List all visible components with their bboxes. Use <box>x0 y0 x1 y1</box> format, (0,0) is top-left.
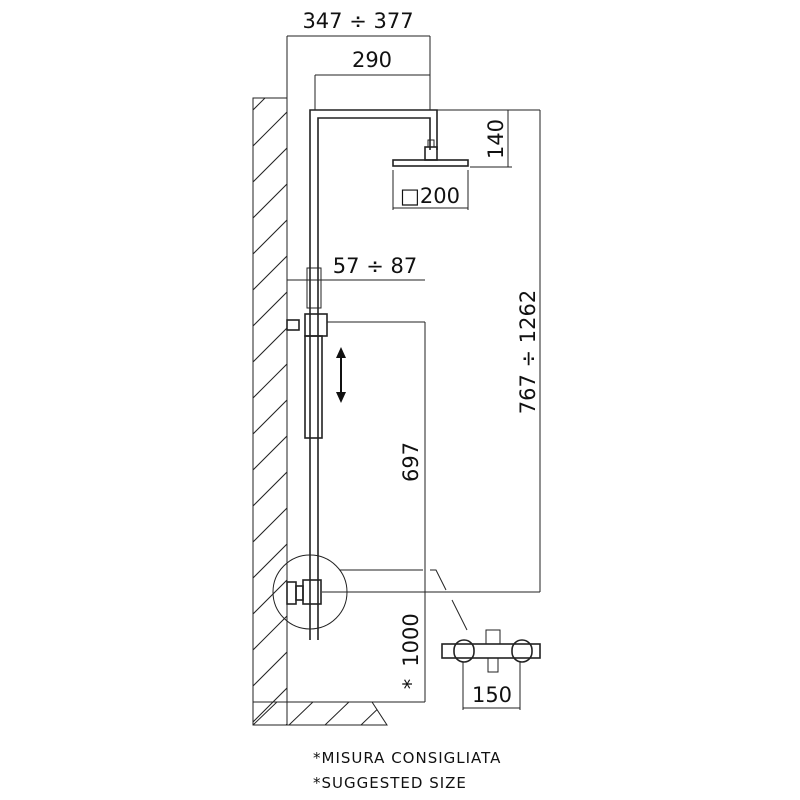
hatch-line <box>285 723 287 725</box>
hatch-line <box>253 471 287 507</box>
hatch-line <box>253 507 287 543</box>
dimension-slide-height: 697 <box>399 322 426 702</box>
mixer-front-view: 150 <box>441 629 541 710</box>
double-arrow-vertical-icon <box>336 347 346 403</box>
hatch-line <box>253 702 280 725</box>
hatch-line <box>253 687 287 723</box>
note-italian: *MISURA CONSIGLIATA <box>313 749 501 767</box>
hatch-line <box>253 147 287 183</box>
hatch-line <box>253 98 266 111</box>
hatch-line <box>253 219 287 255</box>
dim-wall-offset: 57 ÷ 87 <box>333 254 417 278</box>
dim-head-height: 140 <box>484 119 508 159</box>
hatch-line <box>253 111 287 147</box>
hatch-line <box>253 327 287 363</box>
hatch-line <box>253 399 287 435</box>
dim-slide-height: 697 <box>399 442 423 482</box>
dimension-arm-length: 290 <box>314 48 430 110</box>
dimension-head-height: 140 <box>437 109 540 168</box>
dim-overall-projection: 347 ÷ 377 <box>302 9 413 33</box>
hatch-line <box>253 435 287 471</box>
hatch-line <box>253 291 287 327</box>
hatch-line <box>360 702 387 725</box>
dim-mixer-centers: 150 <box>472 683 512 707</box>
shower-riser <box>309 109 469 640</box>
note-english: *SUGGESTED SIZE <box>313 774 467 792</box>
hatch-line <box>253 651 287 687</box>
dimension-riser-height: 767 ÷ 1262 <box>516 110 541 592</box>
hatch-line <box>324 702 352 725</box>
dimension-mixer-height: 1000 * <box>399 613 423 689</box>
dim-arm-length: 290 <box>352 48 392 72</box>
dimension-head-size: □200 <box>392 170 469 210</box>
dim-mixer-height-mark: * <box>399 679 423 690</box>
hatch-line <box>253 255 287 291</box>
slide-bracket <box>286 313 425 439</box>
mixer-side-view <box>272 554 540 631</box>
hatch-line <box>253 615 287 651</box>
shower-head <box>392 159 469 167</box>
dimension-overall-projection: 347 ÷ 377 <box>286 9 431 110</box>
hatch-line <box>253 579 287 615</box>
dimension-wall-offset: 57 ÷ 87 <box>287 254 425 309</box>
hatch-line <box>288 702 316 725</box>
wall-hatch <box>252 97 425 726</box>
hatch-line <box>253 363 287 399</box>
dim-head-size: □200 <box>400 184 460 208</box>
hatch-line <box>253 183 287 219</box>
dim-riser-height: 767 ÷ 1262 <box>516 290 540 414</box>
hand-shower <box>304 335 323 439</box>
dim-mixer-height: 1000 <box>399 613 423 666</box>
hatch-line <box>253 543 287 579</box>
hatch-line <box>397 700 423 725</box>
